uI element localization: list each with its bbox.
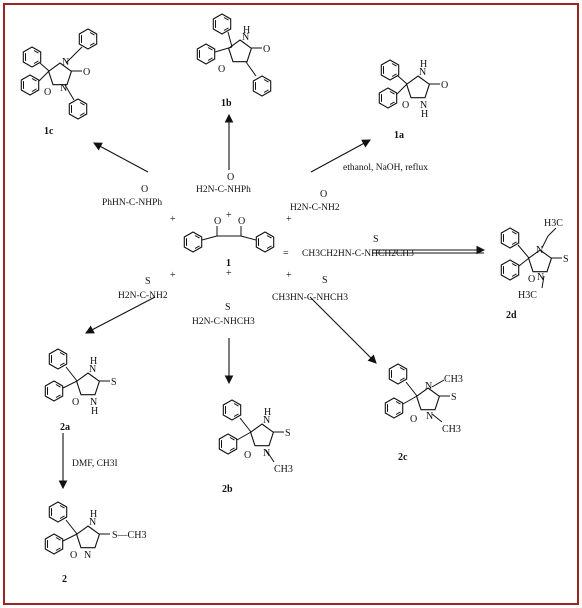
reagent-methylthiourea: H2N-C-NHCH3 (192, 317, 255, 327)
structure-2: N H N S—CH3 O (44, 501, 146, 561)
svg-text:S: S (563, 254, 569, 265)
svg-text:H: H (420, 59, 427, 70)
svg-text:O: O (44, 87, 51, 98)
label-1b: 1b (221, 98, 232, 109)
svg-text:S: S (285, 428, 291, 439)
svg-text:+: + (286, 270, 292, 281)
svg-text:H3C: H3C (518, 290, 537, 301)
label-1c: 1c (44, 126, 54, 137)
svg-text:O: O (238, 216, 245, 227)
svg-text:S: S (373, 234, 379, 245)
svg-text:N: N (536, 245, 543, 256)
arrow-to-1c (93, 142, 149, 173)
svg-text:=: = (283, 248, 289, 259)
label-1: 1 (226, 258, 231, 269)
svg-text:N: N (425, 381, 432, 392)
svg-text:+: + (170, 270, 176, 281)
structure-1-benzil: O O (183, 216, 275, 253)
svg-text:S: S (111, 377, 117, 388)
svg-text:N: N (242, 32, 249, 43)
arrow-to-2a (85, 296, 156, 334)
svg-text:+: + (226, 268, 232, 279)
svg-text:N: N (89, 364, 96, 375)
label-2: 2 (62, 574, 67, 585)
figure-frame (3, 3, 579, 605)
label-2c: 2c (398, 452, 408, 463)
svg-text:O: O (410, 414, 417, 425)
label-2b: 2b (222, 484, 233, 495)
label-2a: 2a (60, 422, 70, 433)
arrow-to-2c (309, 296, 377, 364)
svg-text:S: S (225, 302, 231, 313)
reagent-phenylurea: H2N-C-NHPh (196, 185, 251, 195)
svg-text:N: N (60, 83, 67, 94)
svg-text:H: H (421, 109, 428, 120)
svg-text:O: O (141, 184, 148, 195)
svg-text:N: N (263, 415, 270, 426)
svg-text:O: O (72, 397, 79, 408)
svg-text:N: N (263, 448, 270, 459)
svg-text:O: O (263, 44, 270, 55)
svg-text:N: N (89, 517, 96, 528)
structure-2a: N H N H S O (44, 348, 117, 417)
label-2d: 2d (506, 310, 517, 321)
svg-text:S: S (322, 275, 328, 286)
svg-text:O: O (402, 100, 409, 111)
svg-text:H: H (264, 407, 271, 418)
svg-text:CH3: CH3 (274, 464, 293, 475)
svg-text:O: O (218, 64, 225, 75)
structure-2b: N H N S O CH3 (218, 399, 293, 475)
svg-text:S: S (451, 392, 457, 403)
svg-text:N: N (62, 57, 69, 68)
svg-text:O: O (320, 189, 327, 200)
structure-1a: N H N H O O (378, 59, 448, 120)
condition-2: DMF, CH3I (72, 459, 118, 469)
svg-text:O: O (528, 274, 535, 285)
svg-text:N: N (537, 272, 544, 283)
svg-text:N: N (419, 67, 426, 78)
structure-2d: N N S O H3C H3C (500, 218, 569, 301)
reagent-dimethylthiourea: CH3HN-C-NHCH3 (272, 293, 348, 303)
reagent-urea: H2N-C-NH2 (290, 203, 340, 213)
svg-text:O: O (441, 80, 448, 91)
svg-text:+: + (226, 210, 232, 221)
svg-text:N: N (90, 397, 97, 408)
svg-text:O: O (83, 67, 90, 78)
svg-text:N: N (420, 100, 427, 111)
reagent-diethylthiourea: CH3CH2HN-C-NHCH2CH3 (302, 249, 414, 259)
svg-text:H3C: H3C (544, 218, 563, 229)
arrow-to-1a (310, 139, 371, 173)
svg-text:O: O (214, 216, 221, 227)
svg-text:CH3: CH3 (444, 374, 463, 385)
condition-1a: ethanol, NaOH, reflux (343, 162, 428, 173)
svg-text:N: N (426, 411, 433, 422)
svg-text:S—CH3: S—CH3 (112, 530, 146, 541)
svg-text:O: O (70, 550, 77, 561)
svg-text:+: + (170, 214, 176, 225)
structure-1b: N H O O (196, 13, 272, 97)
svg-text:H: H (90, 356, 97, 367)
svg-text:+: + (286, 214, 292, 225)
svg-text:N: N (84, 550, 91, 561)
svg-text:H: H (91, 406, 98, 417)
svg-text:O: O (244, 450, 251, 461)
svg-text:O: O (227, 172, 234, 183)
svg-text:S: S (145, 276, 151, 287)
reagent-thiourea: H2N-C-NH2 (118, 291, 168, 301)
svg-text:H: H (90, 509, 97, 520)
structure-2c: N N S O CH3 CH3 (384, 363, 463, 435)
label-1a: 1a (394, 130, 404, 141)
reagent-diphenylurea: PhHN-C-NHPh (102, 198, 162, 208)
svg-text:CH3: CH3 (442, 424, 461, 435)
reaction-arrows (58, 113, 486, 490)
structure-1c: N N O O (20, 28, 98, 120)
svg-text:H: H (243, 25, 250, 36)
